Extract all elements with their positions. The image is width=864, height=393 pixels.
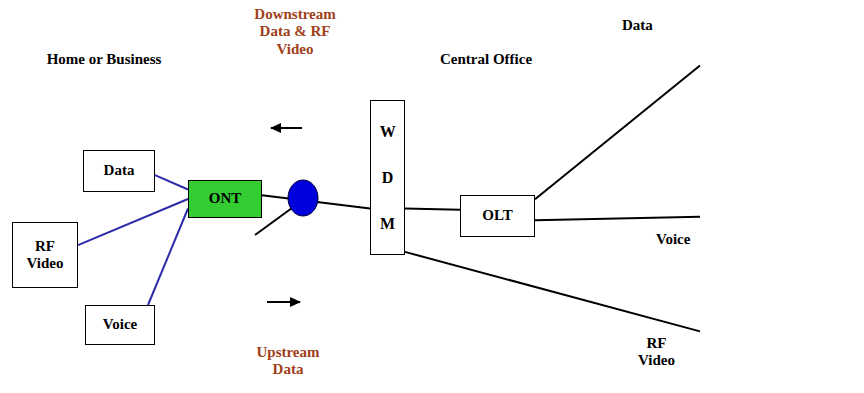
cloud-outline [700, 285, 850, 388]
office-body [346, 76, 590, 368]
box-text: OLT [482, 207, 512, 224]
service-box: Voice [85, 305, 155, 345]
network-cloud: Data [700, 5, 848, 115]
house-roof [16, 76, 202, 96]
optical-splitter [288, 180, 318, 216]
connector-line [155, 175, 188, 189]
home-building: Home or BusinessDataRF VideoVoiceONT [8, 76, 200, 385]
box-text: Data [104, 162, 135, 179]
box-text: Voice [103, 316, 137, 333]
downstream-arrow [271, 127, 302, 129]
heading-text: Central Office [440, 51, 532, 68]
box-text: ONT [209, 190, 242, 207]
connector-line [535, 217, 700, 220]
cloud-shape [703, 167, 843, 281]
upstream-arrow [267, 301, 300, 303]
cloud-label: RF Video [638, 335, 675, 370]
cloud-shadow [707, 290, 852, 392]
cloud-shape [703, 7, 846, 116]
central-office: Central OfficeW D MOLT [345, 75, 590, 368]
cloud-outline [700, 165, 845, 280]
cloud-label: Data [622, 17, 653, 34]
wdm-box: W D M [370, 100, 405, 255]
box-text: RF Video [27, 238, 64, 273]
cloud-label: Voice [656, 231, 690, 248]
cloud-shadow [707, 11, 850, 120]
house-body [8, 96, 200, 385]
cloud-shadow [706, 171, 846, 285]
olt-box: OLT [460, 195, 535, 237]
service-box: Data [83, 150, 155, 192]
flow-label: Upstream Data [248, 344, 328, 379]
connector-line [535, 66, 700, 200]
office-shadow [353, 83, 598, 376]
connector-line [78, 199, 188, 245]
flow-label: Downstream Data & RF Video [240, 6, 350, 58]
connector-line [148, 209, 188, 306]
connector-line [405, 252, 700, 332]
box-text: W D M [380, 109, 396, 247]
service-box: RF Video [12, 222, 78, 288]
ont-box: ONT [188, 180, 262, 218]
network-cloud: RF Video [700, 285, 850, 388]
connector-line [405, 209, 460, 210]
heading-text: Home or Business [47, 51, 162, 68]
cloud-outline [700, 5, 848, 115]
network-cloud: Voice [700, 165, 845, 280]
cloud-shape [703, 287, 848, 389]
